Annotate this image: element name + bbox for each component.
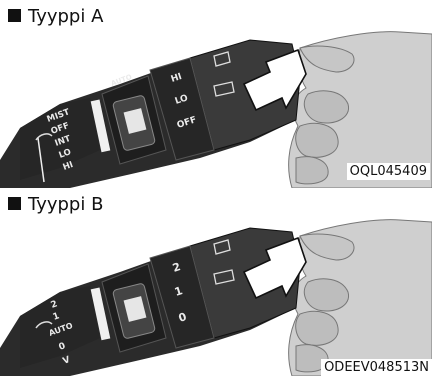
hand-illustration bbox=[289, 220, 432, 376]
panel-heading: Tyyppi A bbox=[8, 6, 103, 28]
wiper-switch-illustration: 2 1 AUTO 0 V 2 1 0 bbox=[0, 188, 432, 376]
panel-heading-text: Tyyppi B bbox=[28, 194, 103, 215]
figure-code: ODEEV048513N bbox=[321, 359, 432, 376]
wiper-stalk[interactable] bbox=[0, 40, 300, 188]
panel-heading-text: Tyyppi A bbox=[28, 6, 103, 27]
wiper-stalk[interactable] bbox=[0, 228, 300, 376]
figure-code: OQL045409 bbox=[347, 163, 430, 180]
panel-type-b: Tyyppi B 2 1 AUTO 0 bbox=[0, 188, 432, 376]
wiper-switch-illustration: MIST OFF INT LO HI AUTO HI LO OFF bbox=[0, 0, 432, 188]
panel-heading: Tyyppi B bbox=[8, 194, 103, 216]
bullet-square-icon bbox=[8, 9, 21, 22]
panel-type-a: Tyyppi A MIST bbox=[0, 0, 432, 188]
bullet-square-icon bbox=[8, 197, 21, 210]
